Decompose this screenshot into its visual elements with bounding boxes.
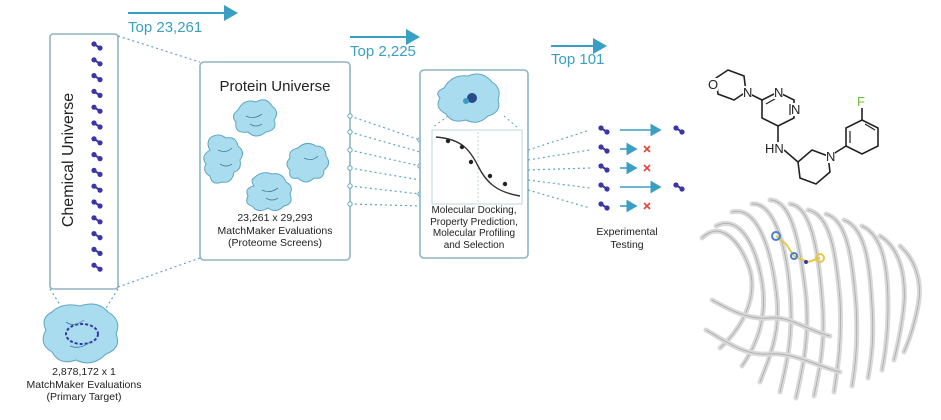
testing-caption: Experimental Testing	[582, 226, 672, 251]
tested-molecule-icon	[598, 163, 609, 172]
testing-row	[598, 163, 650, 172]
top-label-2: Top 2,225	[350, 43, 416, 60]
primary-target-caption: 2,878,172 x 1 MatchMaker Evaluations (Pr…	[14, 366, 154, 404]
primary-target-protein	[43, 304, 118, 363]
ribbon-strand	[732, 211, 778, 382]
protein-caption-line3: (Proteome Screens)	[200, 237, 350, 250]
protein-caption-line2: MatchMaker Evaluations	[200, 225, 350, 238]
atom-label-hn: HN	[765, 142, 784, 155]
testing-caption-line2: Testing	[582, 239, 672, 252]
atom-label-n-pyrimidine-right: N	[791, 103, 800, 116]
validated-molecule-icon	[673, 125, 684, 134]
top-label-1: Top 23,261	[128, 19, 202, 36]
testing-rows	[598, 125, 684, 210]
testing-row	[598, 144, 650, 153]
docking-caption: Molecular Docking, Property Prediction, …	[420, 205, 528, 251]
atom-label-o: O	[708, 78, 718, 91]
dose-response-chart	[432, 130, 522, 204]
docking-caption-line1: Molecular Docking,	[420, 205, 528, 217]
atom-label-f: F	[857, 95, 865, 108]
chemical-universe-label: Chemical Universe	[60, 80, 80, 240]
tested-molecule-icon	[598, 125, 609, 134]
projection-lines-3	[528, 130, 590, 208]
tested-molecule-icon	[598, 144, 609, 153]
atom-label-n-piperidine: N	[826, 150, 835, 163]
primary-caption-line3: (Primary Target)	[14, 391, 154, 404]
docking-caption-line2: Property Prediction,	[420, 217, 528, 229]
top-label-3: Top 101	[551, 51, 604, 68]
fail-x-icon	[644, 165, 650, 171]
fail-x-icon	[644, 203, 650, 209]
testing-row	[598, 201, 650, 210]
protein-universe-caption: 23,261 x 29,293 MatchMaker Evaluations (…	[200, 212, 350, 250]
atom-label-n-pyrimidine-top: N	[774, 86, 783, 99]
validated-molecule-icon	[673, 182, 684, 191]
testing-row	[598, 182, 684, 191]
lead-molecule-structure	[716, 70, 878, 184]
docking-caption-line4: and Selection	[420, 240, 528, 252]
tested-molecule-icon	[598, 182, 609, 191]
tested-molecule-icon	[598, 201, 609, 210]
testing-caption-line1: Experimental	[582, 226, 672, 239]
fail-x-icon	[644, 146, 650, 152]
testing-row	[598, 125, 684, 134]
protein-caption-line1: 23,261 x 29,293	[200, 212, 350, 225]
ribbon-strand	[752, 204, 791, 392]
atom-label-n-morpholine: N	[743, 86, 752, 99]
primary-caption-line1: 2,878,172 x 1	[14, 366, 154, 379]
protein-universe-title: Protein Universe	[200, 78, 350, 95]
primary-caption-line2: MatchMaker Evaluations	[14, 379, 154, 392]
docking-caption-line3: Molecular Profiling	[420, 228, 528, 240]
projection-lines-2	[350, 116, 420, 206]
protein-ribbon-structure	[702, 200, 919, 398]
